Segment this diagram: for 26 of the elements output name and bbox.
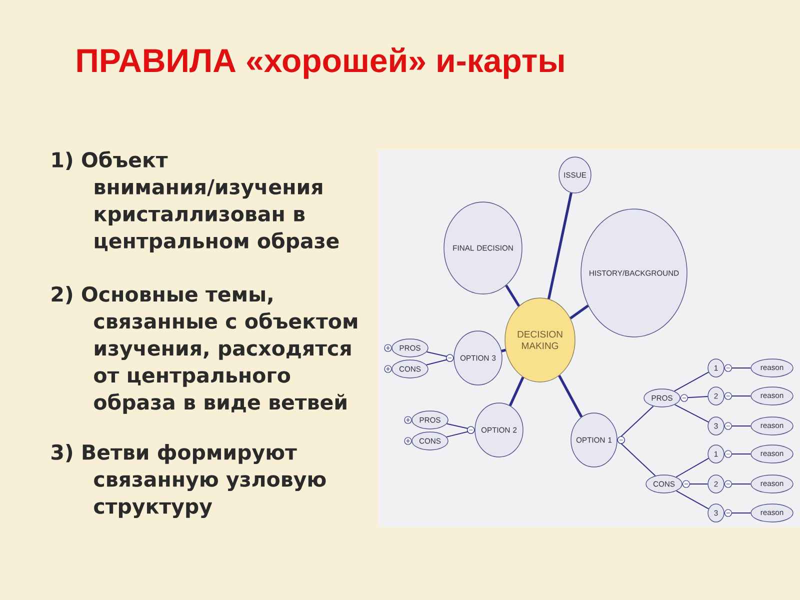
- connector-line: [446, 426, 476, 438]
- connector-line: [616, 436, 656, 476]
- connector-line: [724, 364, 752, 372]
- list-item: 3) Ветви формируют связанную узловую структуру: [52, 444, 326, 518]
- connector-line: [558, 374, 583, 418]
- connector-line: [676, 490, 710, 510]
- connector-line: [724, 392, 752, 400]
- connector-line: [676, 458, 710, 478]
- connector-line: [674, 404, 709, 423]
- connector-line: [674, 372, 710, 392]
- list-item: 1) Объект внимания/изучения кристаллизован в центральном образе: [52, 151, 339, 253]
- connector-line: [724, 480, 752, 488]
- connector-line: [547, 192, 572, 300]
- list-item: 2) Основные темы, связанные с объектом изучения, расходятся от центрального образа в виде ветвей: [52, 286, 358, 414]
- connector-line: [570, 304, 589, 320]
- connector-line: [505, 284, 520, 307]
- connector-line: [508, 376, 524, 406]
- title: ПРАВИЛА «хорошей» и-карты: [77, 47, 564, 79]
- connector-line: [682, 480, 708, 488]
- connector-line: [724, 422, 752, 430]
- connector-line: [680, 394, 708, 402]
- central-bubble: DECISION MAKING: [504, 298, 576, 382]
- connector-line: [724, 450, 752, 458]
- connector-line: [724, 509, 752, 517]
- connector-line: [426, 354, 454, 366]
- connector-line: [501, 348, 506, 352]
